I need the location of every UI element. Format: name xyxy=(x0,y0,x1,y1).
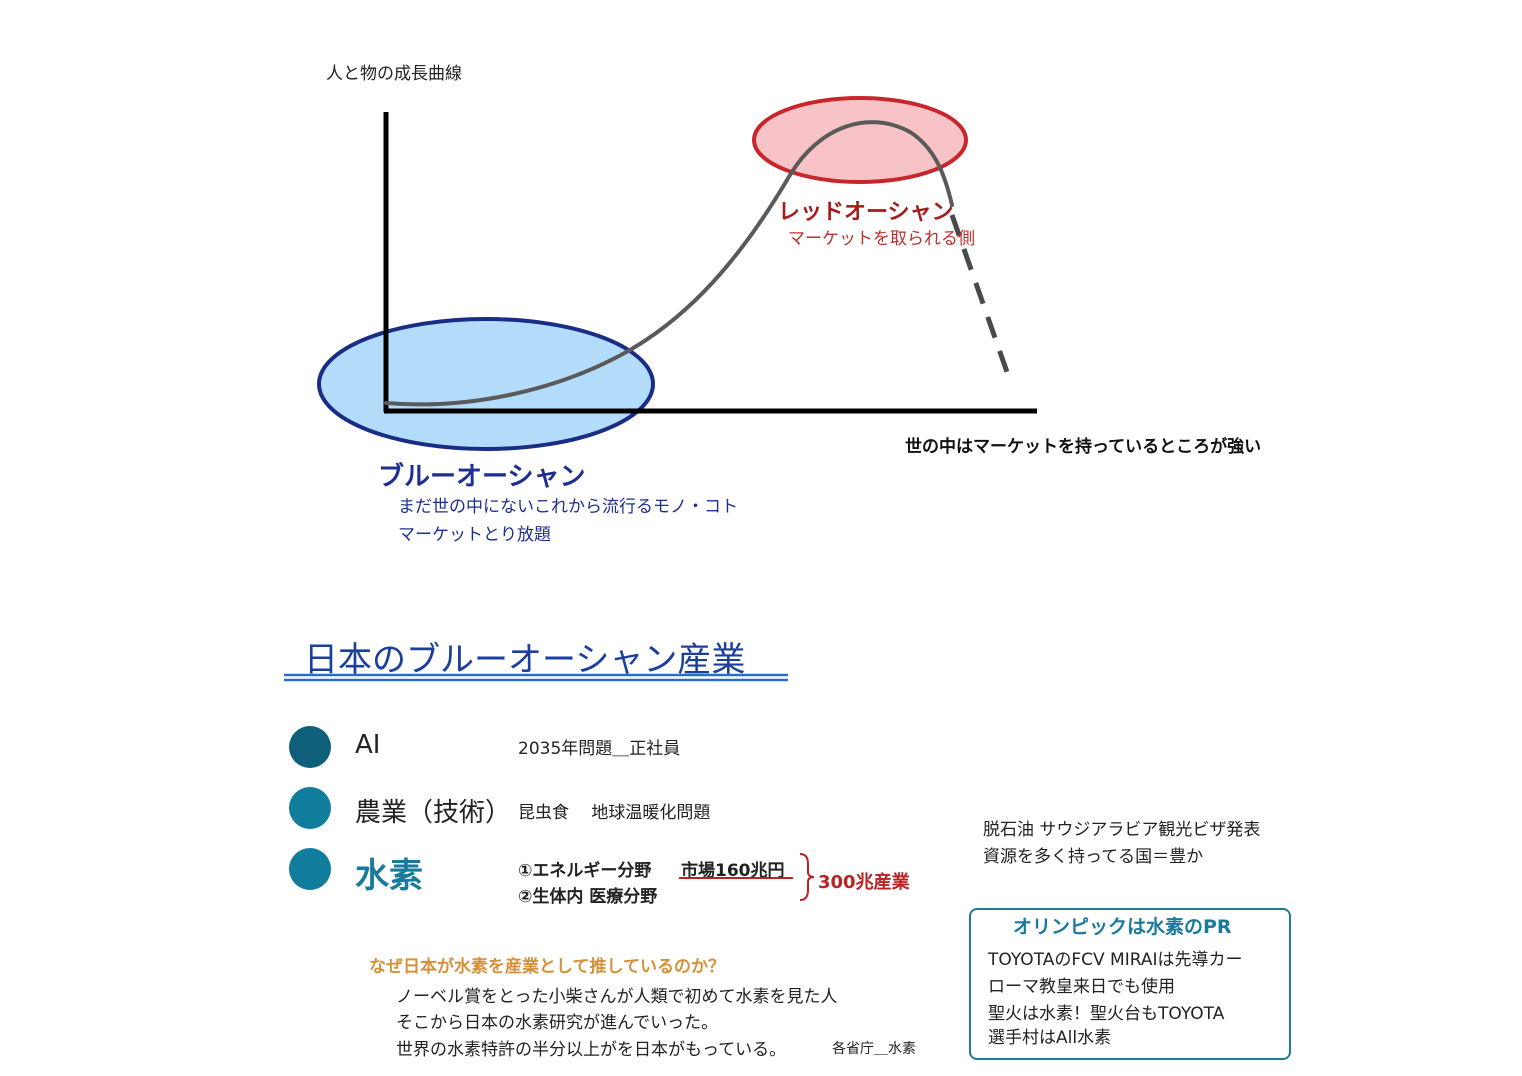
hydrogen-medical-field: ②生体内 医療分野 xyxy=(518,887,658,907)
item-ai-note: 2035年問題＿正社員 xyxy=(518,739,681,759)
blue-ocean-title: ブルーオーシャン xyxy=(378,462,586,492)
question-source: 各省庁＿水素 xyxy=(832,1041,916,1057)
item-agriculture-note: 昆虫食 地球温暖化問題 xyxy=(518,803,711,823)
side-note-line-1: 脱石油 サウジアラビア観光ビザ発表 xyxy=(983,820,1261,840)
blue-ocean-line-1: まだ世の中にないこれから流行るモノ・コト xyxy=(398,497,738,517)
hydrogen-energy-field: ①エネルギー分野 xyxy=(518,861,652,881)
olympics-box xyxy=(969,908,1291,1060)
section-title: 日本のブルーオーシャン産業 xyxy=(304,640,746,680)
olympics-line-4: 選手村はAll水素 xyxy=(988,1028,1112,1048)
olympics-line-2: ローマ教皇来日でも使用 xyxy=(988,977,1175,997)
decline-dashed-line xyxy=(949,214,1010,373)
brace-icon xyxy=(799,853,815,901)
bullet-ai xyxy=(289,726,331,768)
section-title-underline xyxy=(284,673,788,682)
item-ai-label: AI xyxy=(355,730,381,760)
growth-curve xyxy=(384,120,954,407)
blue-ocean-line-2: マーケットとり放題 xyxy=(398,525,551,545)
x-axis-label: 世の中はマーケットを持っているところが強い xyxy=(905,437,1262,457)
item-hydrogen-label: 水素 xyxy=(355,856,423,896)
red-ocean-title: レッドオーシャン xyxy=(778,200,954,225)
bullet-hydrogen xyxy=(289,848,331,890)
olympics-title: オリンピックは水素のPR xyxy=(1013,916,1232,938)
side-note-line-2: 資源を多く持ってる国＝豊か xyxy=(983,847,1204,867)
item-agriculture-label: 農業（技術） xyxy=(355,798,512,828)
growth-curve-diagram xyxy=(317,96,1037,451)
blue-ocean-ellipse xyxy=(317,317,655,451)
olympics-line-1: TOYOTAのFCV MIRAIは先導カー xyxy=(988,950,1243,970)
red-ocean-subtitle: マーケットを取られる側 xyxy=(788,229,975,249)
market-underline xyxy=(679,877,793,879)
question-line-1: ノーベル賞をとった小柴さんが人類で初めて水素を見た人 xyxy=(396,987,838,1007)
question-line-2: そこから日本の水素研究が進んでいった。 xyxy=(396,1013,719,1033)
y-axis-label: 人と物の成長曲線 xyxy=(326,64,462,84)
question-title: なぜ日本が水素を産業として推しているのか？ xyxy=(369,957,725,977)
hydrogen-total-market: 300兆産業 xyxy=(818,872,910,893)
hydrogen-market-size: 市場160兆円 xyxy=(681,861,785,881)
olympics-line-3: 聖火は水素！聖火台もTOYOTA xyxy=(988,1004,1225,1024)
question-line-3: 世界の水素特許の半分以上がを日本がもっている。 xyxy=(396,1040,787,1060)
bullet-agriculture xyxy=(289,787,331,829)
red-ocean-ellipse xyxy=(752,96,968,184)
